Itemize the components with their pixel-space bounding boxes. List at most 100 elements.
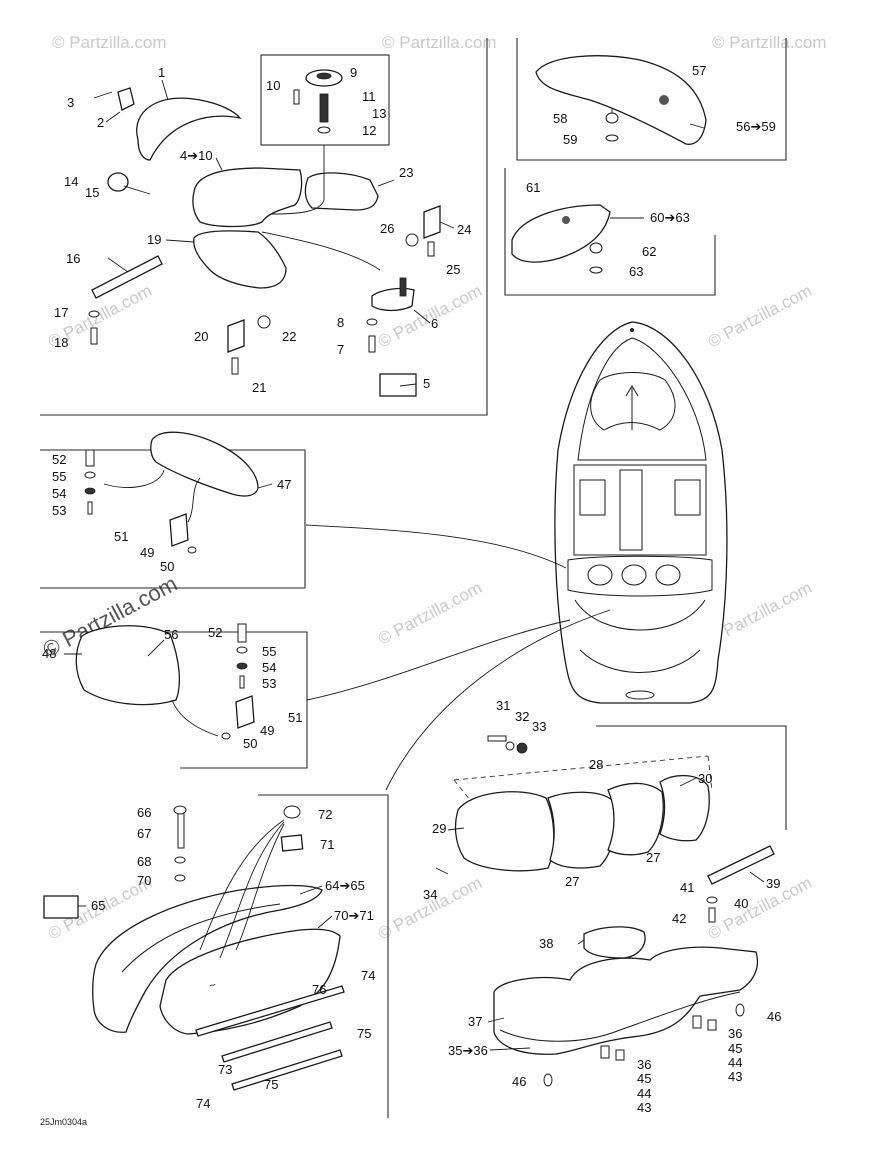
- callout-10: 10: [266, 78, 280, 93]
- callout-49b: 49: [260, 723, 274, 738]
- rear-cover-group: [511, 55, 707, 274]
- part-2-clip: [117, 87, 135, 111]
- part-56-cover: [535, 55, 707, 145]
- callout-50b: 50: [243, 736, 257, 751]
- callout-16: 16: [66, 251, 80, 266]
- callout-43b: 43: [637, 1100, 651, 1115]
- watermark: © Partzilla.com: [712, 33, 827, 52]
- part-29-front-pad: [454, 791, 555, 872]
- callout-65: 65: [91, 898, 105, 913]
- part-5-label: [379, 373, 417, 397]
- part-19-pad: [193, 230, 287, 289]
- callout-45: 45: [728, 1041, 742, 1056]
- part-14-knob: [107, 172, 129, 192]
- callout-31: 31: [496, 698, 510, 713]
- callout-74b: 74: [196, 1096, 210, 1111]
- callout-47: 47: [277, 477, 291, 492]
- callout-25: 25: [446, 262, 460, 277]
- callout-22: 22: [282, 329, 296, 344]
- callout-2: 2: [97, 115, 104, 130]
- watermark: © Partzilla.com: [375, 873, 485, 944]
- part-60-cover: [511, 204, 611, 263]
- callout-37: 37: [468, 1014, 482, 1029]
- part-39-plate: [707, 845, 775, 885]
- leader-lines: [64, 79, 765, 1051]
- callout-24: 24: [457, 222, 471, 237]
- callout-20: 20: [194, 329, 208, 344]
- callout-36: 36: [728, 1026, 742, 1041]
- callout-71: 71: [320, 837, 334, 852]
- callout-41: 41: [680, 880, 694, 895]
- callout-17: 17: [54, 305, 68, 320]
- callout-4-10: 4➔10: [180, 148, 213, 163]
- callout-55: 55: [52, 469, 66, 484]
- callout-45b: 45: [637, 1071, 651, 1086]
- callout-64-65: 64➔65: [325, 878, 365, 893]
- part-56-pad: [75, 625, 180, 706]
- callout-38: 38: [539, 936, 553, 951]
- callout-75b: 75: [264, 1077, 278, 1092]
- part-27-pad: [547, 791, 616, 869]
- callout-32: 32: [515, 709, 529, 724]
- callout-56-59: 56➔59: [736, 119, 776, 134]
- side-panel-group: ~: [43, 805, 345, 1091]
- callout-51b: 51: [288, 710, 302, 725]
- callout-49: 49: [140, 545, 154, 560]
- part-30-pad: [659, 775, 710, 842]
- callout-40: 40: [734, 896, 748, 911]
- watermark: © Partzilla.com: [382, 33, 497, 52]
- callout-27b: 27: [565, 874, 579, 889]
- callout-53b: 53: [262, 676, 276, 691]
- part-16-plate: [91, 255, 163, 299]
- part-64-side-panel: [92, 884, 323, 1033]
- callout-52: 52: [52, 452, 66, 467]
- callout-54: 54: [52, 486, 66, 501]
- callout-55b: 55: [262, 644, 276, 659]
- callout-29: 29: [432, 821, 446, 836]
- part-65-label: [43, 895, 79, 919]
- callout-8: 8: [337, 315, 344, 330]
- callout-51: 51: [114, 529, 128, 544]
- part-4-lid: [192, 167, 303, 228]
- callout-13: 13: [372, 106, 386, 121]
- watermark: © Partzilla.com: [705, 873, 815, 944]
- callout-labels: 1 2 3 4➔10 5 6 7 8 9 10 11 12 13 14 15 1…: [42, 63, 781, 1115]
- callout-12: 12: [362, 123, 376, 138]
- callout-59: 59: [563, 132, 577, 147]
- callout-11: 11: [362, 89, 376, 104]
- part-70-inner-panel: [159, 928, 341, 1035]
- callout-61: 61: [526, 180, 540, 195]
- callout-43: 43: [728, 1069, 742, 1084]
- callout-52b: 52: [208, 625, 222, 640]
- part-23-pad: [304, 172, 379, 211]
- callout-44: 44: [728, 1055, 742, 1070]
- callout-15: 15: [85, 185, 99, 200]
- watermark: © Partzilla.com: [375, 578, 485, 649]
- part-38-pad: [583, 926, 646, 959]
- callout-76: 76: [312, 982, 326, 997]
- callout-48: 48: [42, 646, 56, 661]
- callout-1: 1: [158, 65, 165, 80]
- callout-67: 67: [137, 826, 151, 841]
- callout-50: 50: [160, 559, 174, 574]
- callout-46: 46: [767, 1009, 781, 1024]
- callout-3: 3: [67, 95, 74, 110]
- callout-56-pad: 56: [164, 627, 178, 642]
- callout-53: 53: [52, 503, 66, 518]
- callout-70-71: 70➔71: [334, 908, 374, 923]
- backrest-group: [75, 431, 571, 740]
- seat-group: [385, 609, 775, 1087]
- watermark: © Partzilla.com: [52, 33, 167, 52]
- callout-28: 28: [589, 757, 603, 772]
- callout-18: 18: [54, 335, 68, 350]
- callout-23: 23: [399, 165, 413, 180]
- callout-33: 33: [532, 719, 546, 734]
- callout-63: 63: [629, 264, 643, 279]
- drawing-code: 25Jm0304a: [40, 1117, 87, 1127]
- watermark: © Partzilla.com: [705, 281, 815, 352]
- callout-21: 21: [252, 380, 266, 395]
- callout-6: 6: [431, 316, 438, 331]
- callout-58: 58: [553, 111, 567, 126]
- callout-14: 14: [64, 174, 78, 189]
